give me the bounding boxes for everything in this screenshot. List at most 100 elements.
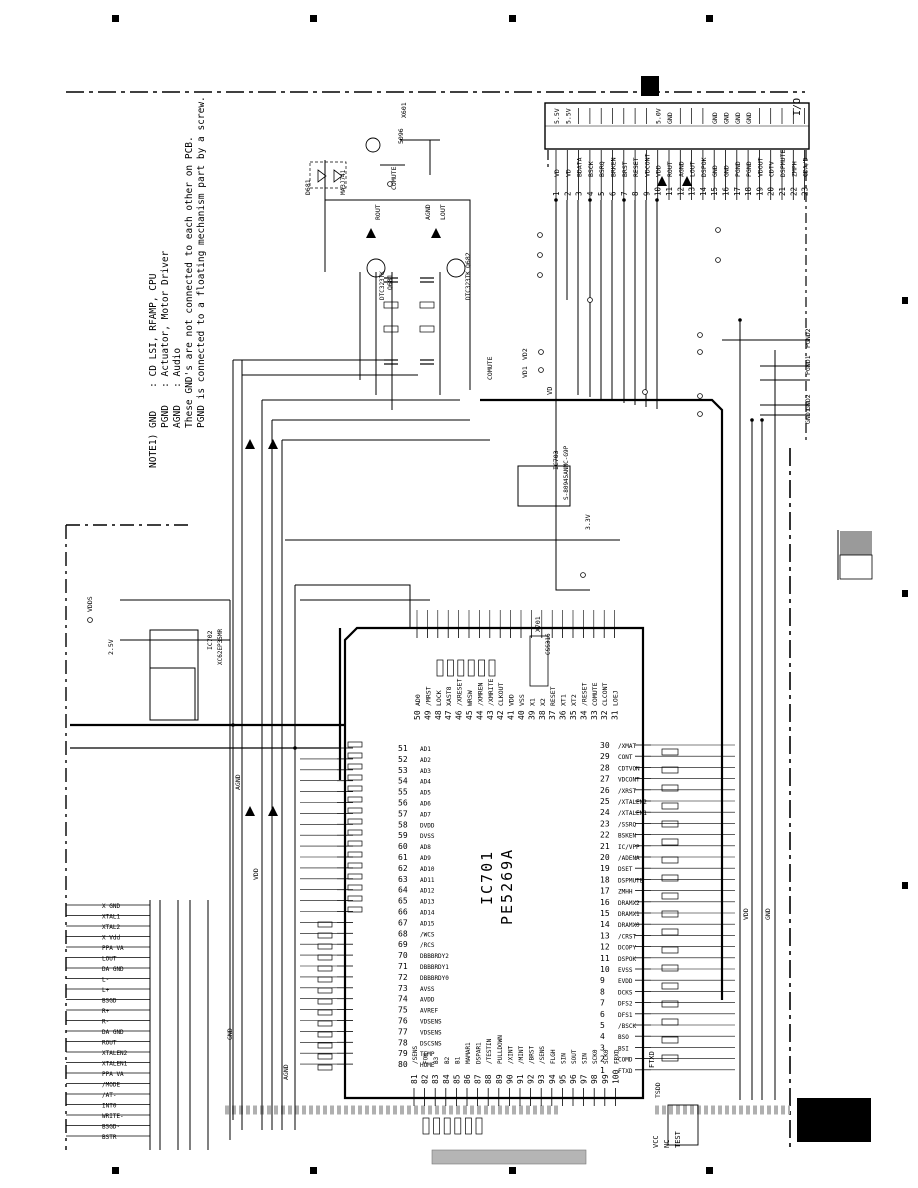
resistor — [383, 325, 399, 333]
edge-label: DA GND — [102, 1029, 124, 1036]
ic701-pin-name: /XRESET — [456, 679, 464, 706]
ic701-pin-number: 51 — [398, 744, 408, 753]
junction — [655, 198, 659, 202]
ic701-pin-number: 90 — [505, 1074, 514, 1084]
ic701-pin-name: AD6 — [420, 801, 431, 808]
ic701-pin-number: 41 — [507, 710, 516, 720]
resistor — [317, 1042, 333, 1049]
labels: AD050/MRST49LOCK48XAST847/XRESET46WRSW45… — [86, 102, 812, 1148]
components — [87, 137, 764, 1146]
connector-pin-name: AGND — [677, 161, 685, 177]
terminal — [87, 617, 93, 623]
section-tab — [840, 531, 872, 555]
ic701-pin-name: AD3 — [420, 768, 431, 775]
ic701-pin-name: B2 — [444, 1056, 451, 1064]
label-ic703: IC703 — [552, 450, 560, 470]
frame-mark — [112, 1167, 119, 1174]
ic701-pin-name: /TESTIN — [486, 1038, 493, 1064]
resistor — [661, 874, 679, 882]
label-ic703-part: S-80945ANMC-G9P — [563, 445, 570, 500]
label-2v5: 2.5V — [107, 639, 115, 655]
ic701-pin-number: 62 — [398, 864, 408, 873]
ic701-pin-name: /XMREN — [476, 682, 484, 706]
ic701-pin-number: 65 — [398, 897, 408, 906]
ic701-pin-name: /MRST — [424, 686, 432, 706]
resistor — [317, 1031, 333, 1038]
ic701-pin-name: /RESET — [580, 682, 588, 706]
ic701-pin-name: XAST8 — [445, 686, 453, 706]
ic701-pin-name: BSO — [618, 1034, 629, 1041]
resistor — [661, 838, 679, 846]
ic701-pin-name: /SSRQ — [618, 821, 636, 828]
connector-pin-name: VDCONT — [643, 153, 651, 177]
ic701-pin-number: 93 — [537, 1074, 546, 1084]
label-ic702-part: XC62EP35MR — [217, 628, 224, 665]
ic703-body — [517, 465, 571, 507]
resistor — [457, 659, 465, 677]
label-agnd: AGND — [282, 1064, 290, 1080]
edge-label: X Vdd — [102, 935, 120, 942]
ic701-pin-number: 92 — [527, 1074, 536, 1084]
label-rout: ROUT — [374, 204, 382, 220]
resistor — [317, 943, 333, 950]
terminal — [537, 252, 543, 258]
resistor — [347, 785, 363, 792]
switch-x601 — [365, 137, 381, 153]
wire — [325, 199, 471, 272]
resistor — [661, 910, 679, 918]
connector-pin-name: VDOUT — [756, 157, 764, 177]
ic701-pin-number: 84 — [442, 1074, 451, 1084]
ic701-pin-name: /CRST — [618, 933, 636, 940]
ic701-outline — [343, 626, 645, 1100]
ic701-pin-number: 67 — [398, 918, 408, 927]
label-mid-signal: GND — [226, 1028, 234, 1040]
resistor — [661, 928, 679, 936]
ic701-pin-number: 42 — [496, 710, 505, 720]
ic701-pin-name: /SENS — [412, 1046, 419, 1064]
frame-mark — [112, 15, 119, 22]
ic701-pin-number: 57 — [398, 809, 408, 818]
junction — [588, 198, 592, 202]
connector-pin-name: LOUT — [689, 161, 697, 177]
connector-pin-number: 1 — [552, 191, 561, 196]
ic701-pin-number: 7 — [600, 999, 605, 1008]
edge-label: XTAL1 — [102, 914, 120, 921]
ic701-pin-number: 58 — [398, 820, 408, 829]
io-connector — [544, 102, 810, 440]
ic701-pin-name: AD12 — [420, 888, 435, 895]
ic701-pin-name: AD13 — [420, 899, 435, 906]
ic701-pin-name: AD1 — [420, 746, 431, 753]
resistor — [317, 965, 333, 972]
resistor — [661, 946, 679, 954]
ic701-pin-name: VDSENS — [420, 1029, 442, 1036]
resistor — [383, 301, 399, 309]
resistor — [347, 851, 363, 858]
ic701-pin-name: DCOPY — [618, 945, 636, 952]
edge-label: BSGD- — [102, 1124, 120, 1131]
ic701-pin-number: 91 — [516, 1074, 525, 1084]
ic701-pin-number: 2 — [600, 1055, 605, 1064]
ic701-pin-name: WRSW — [466, 690, 474, 706]
ic701-pin-name: DRAMX1 — [618, 911, 640, 918]
ic701-pin-name: /XINT — [507, 1046, 514, 1064]
connector-pin-number: 9 — [642, 191, 651, 196]
resistor — [347, 763, 363, 770]
resistor — [317, 1009, 333, 1016]
resistor — [661, 1000, 679, 1008]
connector-pin-name: GND — [711, 165, 719, 177]
ic701-pin-name: DVDD — [420, 822, 435, 829]
resistor — [422, 1117, 430, 1135]
connector-pin-number: 14 — [699, 186, 708, 196]
ic701-pin-name: BSI — [618, 1045, 629, 1052]
ic701-pin-name: B1 — [454, 1056, 461, 1064]
ic701-pin-name: XT1 — [560, 694, 568, 706]
signal-arrow — [366, 228, 376, 238]
ic701-pin-name: DFS1 — [618, 1012, 633, 1019]
connector-pin-number: 2 — [563, 191, 572, 196]
ic701-pin-name: AD7 — [420, 811, 431, 818]
ic701-pin-number: 16 — [600, 898, 610, 907]
edge-label: /MODE — [102, 1082, 120, 1089]
edge-label: ROUT — [102, 1040, 117, 1047]
ic701-pin-number: 15 — [600, 909, 610, 918]
resistor — [454, 1117, 462, 1135]
